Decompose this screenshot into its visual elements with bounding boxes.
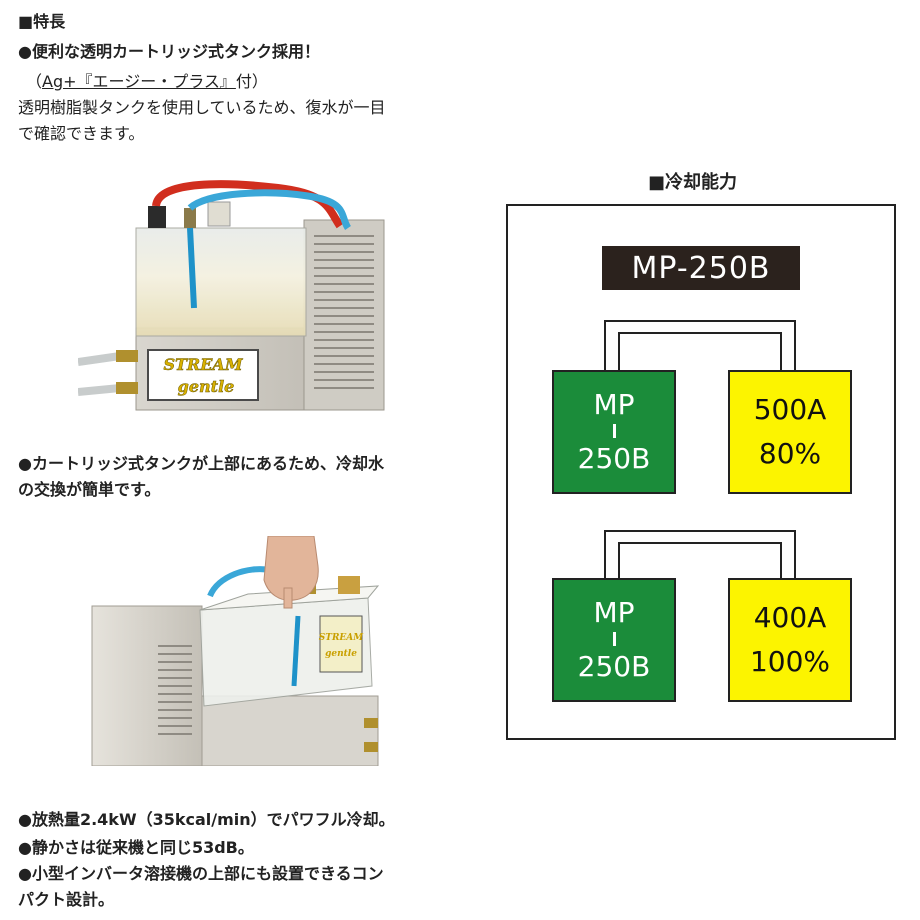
ag-plus-note: （Ag+『エージー・プラス』付） [26,70,268,94]
row2-capacity-box: 400A 100% [728,578,852,702]
row1-duty: 80% [758,437,822,470]
feature-bullet-compact-line2: パクト設計。 [18,890,115,909]
row2-connector-inner [618,542,782,580]
row1-unit-bottom: 250B [577,442,651,475]
tank-desc-line2: で確認できます。 [18,124,145,143]
cooling-capacity-frame [506,204,896,740]
ag-note-close: 付） [235,72,268,91]
row1-connector-outer [604,320,796,372]
tank-removal-illustration: STREAM gentle [91,536,380,766]
feature-bullet-heat-dissipation: ●放熱量2.4kW（35kcal/min）でパワフル冷却。 [18,810,395,829]
feature-bullet-easy-replace-line2: の交換が簡単です。 [18,480,161,499]
cooling-capacity-title: ■冷却能力 [648,172,738,193]
row2-unit-bottom: 250B [577,650,651,683]
feature-bullet-tank: ●便利な透明カートリッジ式タンク採用！ [18,42,320,61]
row2-unit-box: MP 250B [552,578,676,702]
features-heading: ■特長 [18,12,66,31]
feature-bullet-noise: ●静かさは従来機と同じ53dB。 [18,838,254,857]
product-photo-cooler: STREAM gentle [78,178,390,414]
ag-note-open: （ [26,72,43,91]
tank-desc-line1: 透明樹脂製タンクを使用しているため、復水が一目 [18,98,386,117]
row1-unit-box: MP 250B [552,370,676,494]
ag-plus-link[interactable]: Ag+『エージー・プラス』 [42,72,236,91]
photo2-logo-line2: gentle [325,649,357,659]
feature-bullet-compact-line1: ●小型インバータ溶接機の上部にも設置できるコン [18,864,384,883]
row1-capacity-box: 500A 80% [728,370,852,494]
row1-connector-inner [618,332,782,372]
row1-unit-divider [612,424,616,438]
photo1-logo-line1: STREAM [163,355,243,374]
row1-unit-top: MP [593,388,635,421]
photo2-logo-line1: STREAM [319,633,365,643]
product-photo-tank-removal: STREAM gentle [88,536,384,766]
row2-current: 400A [753,601,827,634]
feature-bullet-easy-replace-line1: ●カートリッジ式タンクが上部にあるため、冷却水 [18,454,384,473]
model-label: MP-250B [602,246,800,290]
photo1-logo-line2: gentle [178,377,235,396]
row1-current: 500A [753,393,827,426]
row2-connector-outer [604,530,796,580]
cooler-illustration: STREAM gentle [78,180,385,411]
row2-duty: 100% [749,645,831,678]
row2-unit-top: MP [593,596,635,629]
row2-unit-divider [612,632,616,646]
